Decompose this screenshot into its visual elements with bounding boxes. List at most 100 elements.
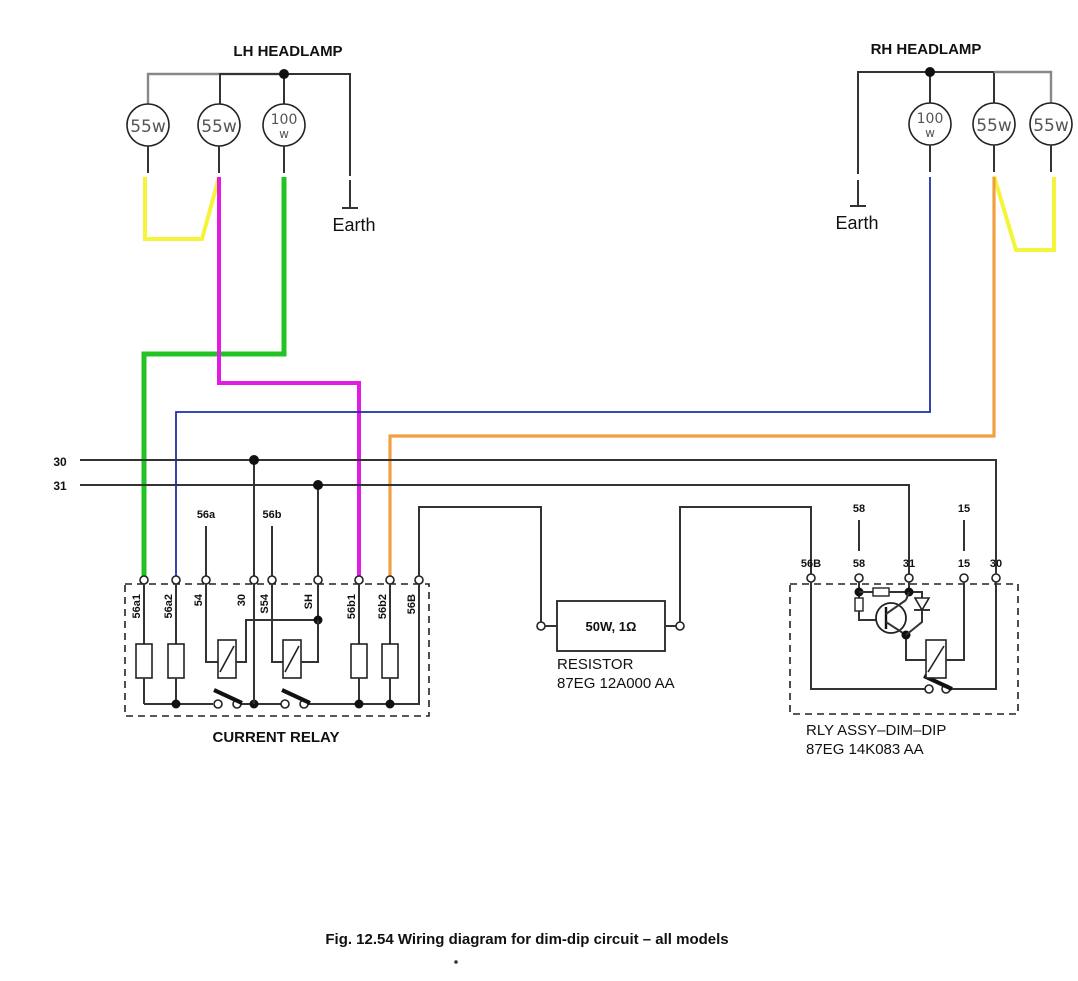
- resistor-terminal-right: [675, 621, 685, 631]
- relay-top-label-56a: 56a: [197, 509, 216, 521]
- resistor-name: RESISTOR: [557, 656, 634, 673]
- terminal-label-56b2: 56b2: [377, 594, 389, 619]
- blue-wire: [175, 177, 931, 578]
- bus-right: [308, 584, 420, 705]
- dimdip-30-internal: [949, 582, 997, 690]
- terminal-s54: [267, 575, 277, 585]
- transistor-icon: [875, 602, 907, 634]
- terminal-56a2: [171, 575, 181, 585]
- resistor-rating: 50W, 1Ω: [586, 619, 637, 634]
- dimdip-terminal-15: [959, 573, 969, 583]
- dimdip-top-label-58: 58: [853, 503, 865, 515]
- supply-30-label: 30: [53, 455, 67, 469]
- lh-common-junction: [279, 69, 289, 79]
- resistor-feed-wire: [418, 506, 542, 626]
- dimdip-relay-part: 87EG 14K083 AA: [806, 741, 924, 758]
- dimdip-15-internal: [946, 582, 965, 661]
- terminal-label-sh: SH: [303, 594, 315, 609]
- terminal-sh: [313, 575, 323, 585]
- rh-common-junction: [925, 67, 935, 77]
- dimdip-terminal-30: [991, 573, 1001, 583]
- lh-bulb-3-label-bottom: w: [279, 127, 289, 141]
- diode-lead: [905, 610, 923, 636]
- terminal-56b2: [385, 575, 395, 585]
- dimdip-switch-contact-a: [924, 684, 934, 694]
- magenta-wire: [217, 177, 361, 578]
- coil-1-return: [236, 584, 319, 663]
- dimdip-terminal-label-30: 30: [990, 558, 1002, 570]
- terminal-label-56a2: 56a2: [163, 594, 175, 618]
- relay-top-label-56b: 56b: [263, 509, 282, 521]
- coil-1-diag: [219, 645, 235, 673]
- dimdip-coil-diag: [927, 645, 945, 673]
- diode-icon: [913, 597, 931, 612]
- figure-caption: Fig. 12.54 Wiring diagram for dim-dip ci…: [325, 931, 728, 948]
- supply-31-label: 31: [53, 479, 67, 493]
- lh-yellow-link: [143, 176, 221, 241]
- terminal-54: [201, 575, 211, 585]
- rh-bulb-1: 100 w: [908, 102, 952, 146]
- junction-31: [313, 480, 323, 490]
- dimdip-base-lead: [858, 611, 880, 621]
- dimdip-top-label-15: 15: [958, 503, 970, 515]
- transistor-emitter-lead: [905, 635, 926, 661]
- bus-junction-3: [354, 699, 364, 709]
- dimdip-terminal-56B: [806, 573, 816, 583]
- terminal-30: [249, 575, 259, 585]
- lh-bulb-3-label-top: 100: [271, 112, 298, 128]
- coil-2-diag: [284, 645, 300, 673]
- terminal-label-s54: S54: [259, 593, 271, 613]
- terminal-label-30: 30: [236, 594, 248, 606]
- dimdip-terminal-label-58: 58: [853, 558, 865, 570]
- dimdip-relay-name: RLY ASSY–DIM–DIP: [806, 722, 946, 739]
- rh-earth-label: Earth: [835, 213, 878, 233]
- junction-30: [249, 455, 259, 465]
- resistor-out-wire: [679, 506, 812, 622]
- dimdip-56B-internal: [810, 582, 925, 690]
- terminal-label-56b1: 56b1: [346, 594, 358, 619]
- switch-2-blade: [281, 688, 311, 705]
- resistor-terminal-left: [536, 621, 546, 631]
- lh-common-wire-left: [146, 72, 284, 105]
- coil-2-return: [301, 620, 319, 663]
- transistor-collector: [885, 599, 907, 615]
- switch-2-contact-a: [280, 699, 290, 709]
- dimdip-terminal-58: [854, 573, 864, 583]
- dimdip-terminal-label-15: 15: [958, 558, 970, 570]
- rh-bulb-1-label-bottom: w: [925, 126, 935, 140]
- rh-bulb-2-label: 55w: [976, 116, 1012, 136]
- dimdip-terminal-label-31: 31: [903, 558, 915, 570]
- shunt-56a1: [135, 643, 153, 679]
- rh-yellow-link: [992, 175, 1056, 252]
- coil-2-feed: [271, 584, 283, 663]
- resistor-body: [556, 600, 666, 652]
- terminal-56b1: [354, 575, 364, 585]
- current-relay-box: [124, 583, 430, 717]
- terminal-label-56B: 56B: [406, 594, 418, 614]
- shunt-56b2: [381, 643, 399, 679]
- supply-31-line: [80, 484, 910, 578]
- coil-1-feed: [205, 584, 218, 663]
- lh-headlamp-title: LH HEADLAMP: [233, 43, 342, 60]
- dim-dip-relay-box: [789, 583, 1019, 715]
- rh-bulb-3-label: 55w: [1033, 116, 1069, 136]
- dimdip-resistor-v: [854, 597, 864, 612]
- lh-bulb-1-label: 55w: [130, 117, 166, 137]
- bus-junction-1: [171, 699, 181, 709]
- terminal-label-56a1: 56a1: [131, 594, 143, 618]
- rh-bulb-3: 55w: [1029, 102, 1073, 146]
- current-relay-title: CURRENT RELAY: [213, 729, 340, 746]
- orange-wire: [388, 177, 996, 578]
- switch-1-blade: [213, 688, 243, 705]
- lh-earth-label: Earth: [332, 215, 375, 235]
- lh-bulb-1: 55w: [126, 103, 170, 147]
- terminal-56a1: [139, 575, 149, 585]
- rh-headlamp-title: RH HEADLAMP: [871, 41, 982, 58]
- shunt-56a2: [167, 643, 185, 679]
- dimdip-resistor-h: [872, 587, 890, 597]
- lh-bulb-2-label: 55w: [201, 117, 237, 137]
- supply-30-line: [80, 459, 997, 578]
- rh-bulb-1-label-top: 100: [917, 111, 944, 127]
- resistor-part: 87EG 12A000 AA: [557, 675, 675, 692]
